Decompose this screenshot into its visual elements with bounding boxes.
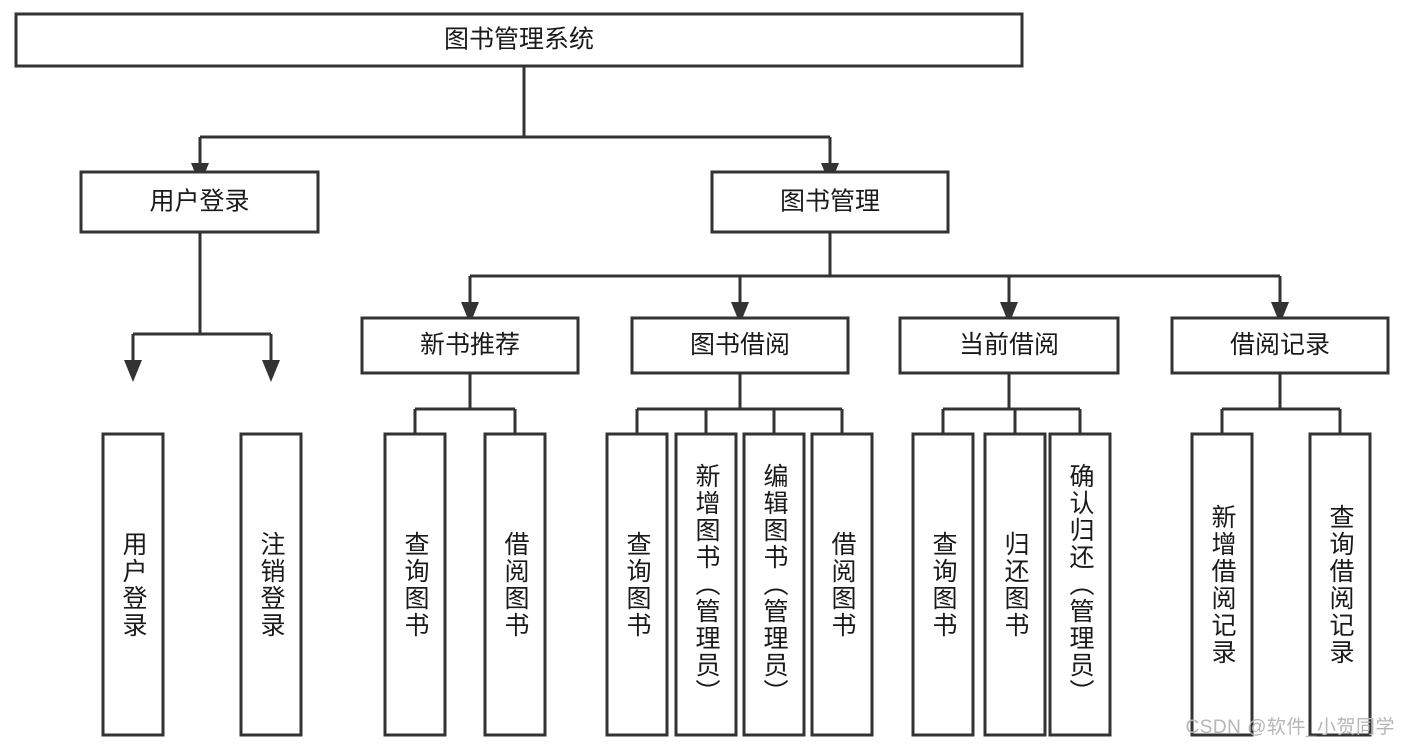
node-user-login[interactable]: 用户登录 — [79, 170, 320, 234]
node-book-management[interactable]: 图书管理 — [710, 170, 950, 234]
connector-user-login — [124, 232, 280, 382]
node-box-leaf-query-books-recommend[interactable] — [383, 432, 447, 737]
node-leaf-confirm-return-admin[interactable] — [1048, 432, 1112, 737]
node-box-book-borrow[interactable] — [630, 316, 850, 375]
node-leaf-user-logout[interactable] — [239, 432, 303, 737]
node-leaf-return-books[interactable] — [983, 432, 1047, 737]
node-label-borrow-records: 借阅记录 — [1230, 331, 1330, 359]
connector-root — [191, 66, 839, 185]
node-box-leaf-user-login[interactable] — [101, 432, 165, 737]
node-box-current-borrow[interactable] — [898, 316, 1120, 375]
node-box-leaf-add-borrow-record[interactable] — [1190, 432, 1254, 737]
node-label-user-login: 用户登录 — [149, 188, 249, 216]
node-borrow-records[interactable]: 借阅记录 — [1170, 316, 1390, 375]
connector-book-management — [461, 232, 1289, 324]
node-label-new-book-recommend: 新书推荐 — [420, 331, 520, 359]
node-leaf-borrow-books[interactable] — [810, 432, 874, 737]
node-box-leaf-borrow-books-recommend[interactable] — [483, 432, 547, 737]
node-leaf-add-borrow-record[interactable] — [1190, 432, 1254, 737]
node-current-borrow[interactable]: 当前借阅 — [898, 316, 1120, 375]
node-label-current-borrow: 当前借阅 — [959, 331, 1059, 359]
arrow-head-icon — [731, 302, 749, 324]
node-box-leaf-query-borrow-record[interactable] — [1308, 432, 1372, 737]
arrow-head-icon — [461, 302, 479, 324]
node-box-leaf-edit-book-admin[interactable] — [742, 432, 806, 737]
arrow-head-icon — [124, 360, 142, 382]
node-box-user-login[interactable] — [79, 170, 320, 234]
node-box-root[interactable] — [14, 12, 1024, 68]
arrow-head-icon — [1000, 302, 1018, 324]
node-leaf-add-book-admin[interactable] — [674, 432, 738, 737]
node-leaf-edit-book-admin[interactable] — [742, 432, 806, 737]
node-box-borrow-records[interactable] — [1170, 316, 1390, 375]
node-label-book-management: 图书管理 — [780, 188, 880, 216]
node-box-leaf-query-books-borrow[interactable] — [605, 432, 669, 737]
node-book-borrow[interactable]: 图书借阅 — [630, 316, 850, 375]
node-box-leaf-borrow-books[interactable] — [810, 432, 874, 737]
node-leaf-query-books-borrow[interactable] — [605, 432, 669, 737]
node-new-book-recommend[interactable]: 新书推荐 — [360, 316, 580, 375]
node-root[interactable]: 图书管理系统 — [14, 12, 1024, 68]
csdn-watermark: CSDN @软件_小贺同学 — [1185, 717, 1395, 738]
node-box-leaf-add-book-admin[interactable] — [674, 432, 738, 737]
arrow-head-icon — [262, 360, 280, 382]
node-leaf-borrow-books-recommend[interactable] — [483, 432, 547, 737]
arrow-head-icon — [1271, 302, 1289, 324]
node-box-leaf-user-logout[interactable] — [239, 432, 303, 737]
node-leaf-query-books-current[interactable] — [911, 432, 975, 737]
node-leaf-query-borrow-record[interactable] — [1308, 432, 1372, 737]
node-leaf-query-books-recommend[interactable] — [383, 432, 447, 737]
node-box-leaf-return-books[interactable] — [983, 432, 1047, 737]
node-leaf-user-login[interactable] — [101, 432, 165, 737]
node-label-root: 图书管理系统 — [444, 26, 594, 54]
node-box-new-book-recommend[interactable] — [360, 316, 580, 375]
node-label-book-borrow: 图书借阅 — [690, 331, 790, 359]
node-box-book-management[interactable] — [710, 170, 950, 234]
edges-layer — [124, 66, 1349, 457]
node-box-leaf-confirm-return-admin[interactable] — [1048, 432, 1112, 737]
node-box-leaf-query-books-current[interactable] — [911, 432, 975, 737]
